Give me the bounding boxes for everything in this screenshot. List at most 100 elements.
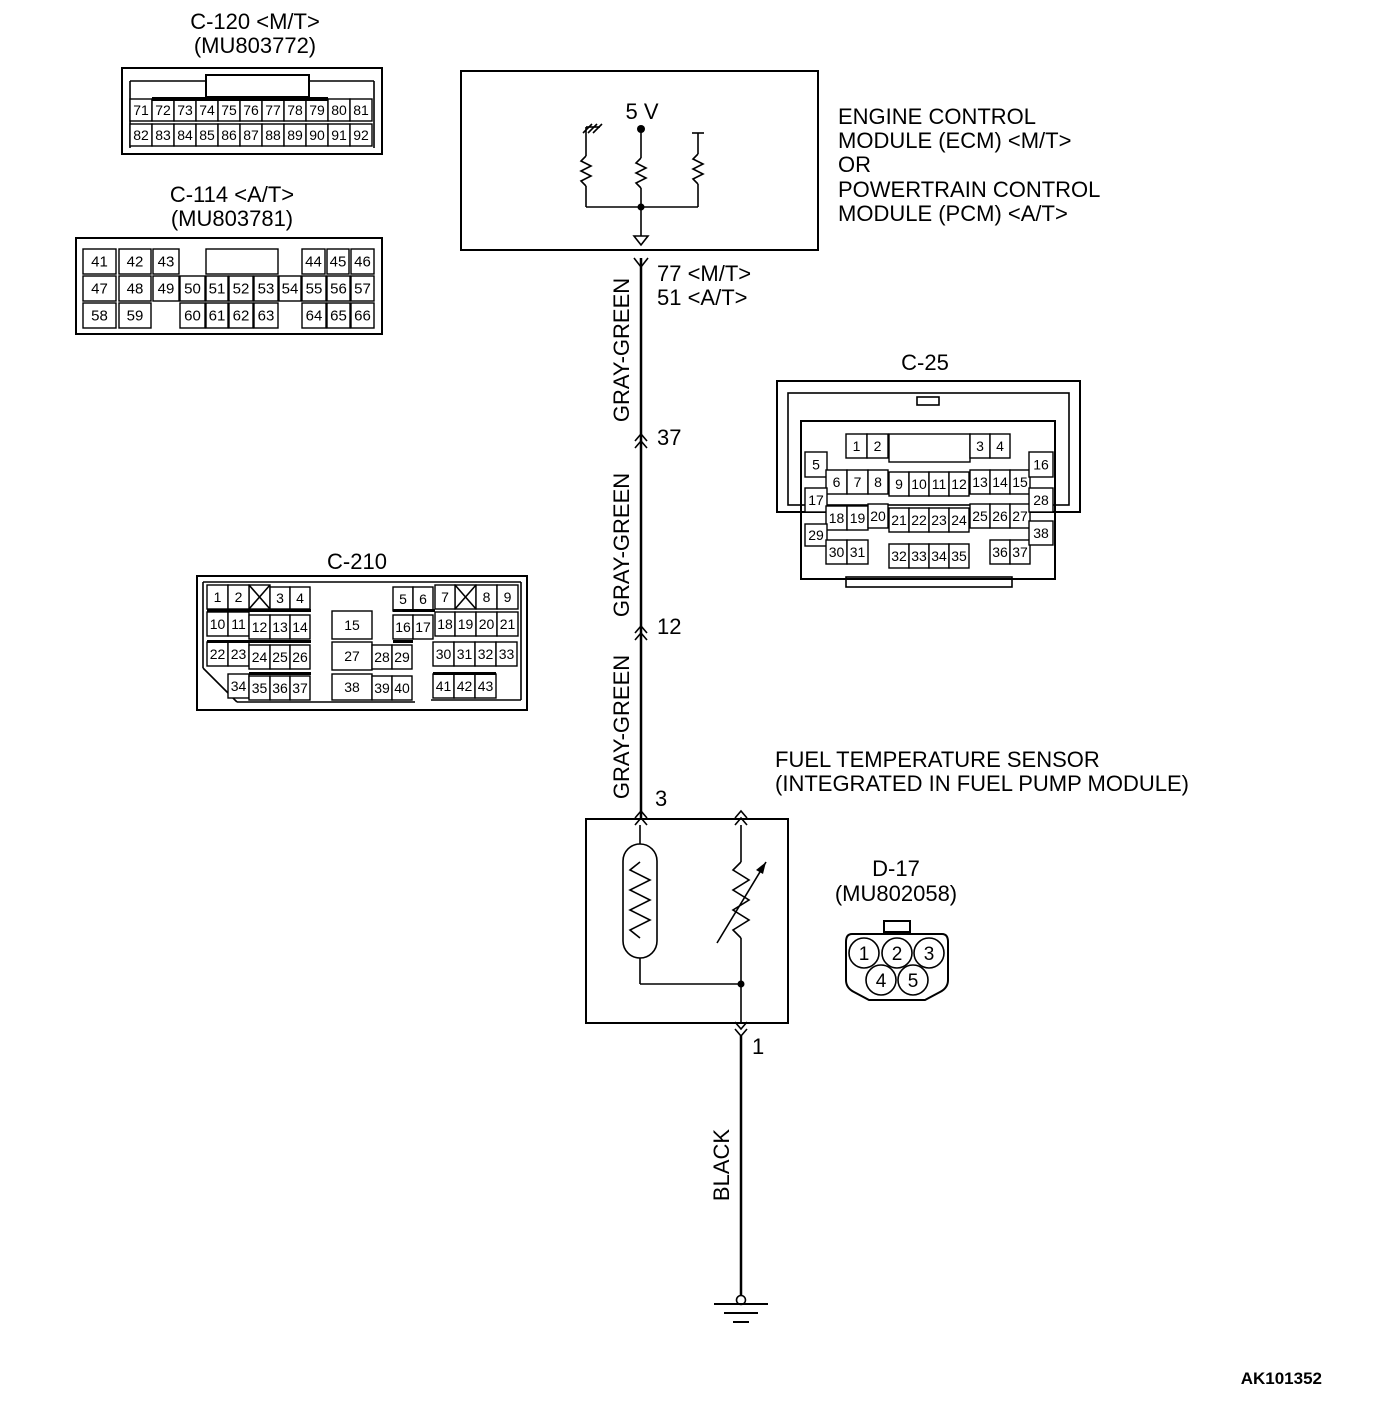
pin-30: 30: [436, 646, 452, 662]
pin-21: 21: [891, 512, 907, 528]
pin-22: 22: [911, 512, 927, 528]
pin-61: 61: [209, 308, 226, 325]
pin-80: 80: [331, 102, 347, 118]
pin-2: 2: [874, 438, 882, 454]
pin-cell: [326, 275, 351, 302]
pin-cell: [82, 275, 117, 302]
pin-25: 25: [972, 508, 988, 524]
d17-housing: [845, 933, 949, 1001]
pin-cell: [350, 248, 375, 275]
pin-86: 86: [221, 127, 237, 143]
pin-75: 75: [221, 102, 237, 118]
pin-cell: [205, 302, 229, 329]
pin-19: 19: [458, 616, 474, 632]
ecm-label-line4: POWERTRAIN CONTROL: [838, 177, 1100, 202]
pin-81: 81: [353, 102, 369, 118]
pin-63: 63: [258, 308, 275, 325]
pin-cell: [82, 248, 117, 275]
sensor-pin-1: 1: [752, 1034, 764, 1059]
pin-cell: [152, 275, 180, 302]
pin-cell: [152, 248, 180, 275]
pin-58: 58: [91, 308, 108, 325]
pin-cell: [1009, 469, 1031, 495]
pin-cell: [301, 248, 326, 275]
pin-17: 17: [415, 619, 431, 635]
ground-wire: BLACK: [709, 1036, 768, 1323]
pin-8: 8: [483, 589, 491, 605]
pin-12: 12: [252, 619, 268, 635]
pin-56: 56: [330, 281, 347, 298]
d17-pin-4: 4: [876, 971, 887, 992]
pin-cell: [205, 275, 229, 302]
pin-20: 20: [479, 616, 495, 632]
thermistor: [731, 861, 751, 939]
pin-cell: [301, 302, 327, 329]
pin-38: 38: [1033, 525, 1049, 541]
pin-cell: [866, 433, 889, 459]
pin-54: 54: [282, 281, 299, 298]
c114-blank: [205, 248, 279, 275]
c120-name: C-120 <M/T>: [190, 9, 320, 34]
pin-16: 16: [395, 619, 411, 635]
pin-cell: [804, 487, 828, 513]
pin-19: 19: [850, 510, 866, 526]
ecm-label-line2: MODULE (ECM) <M/T>: [838, 128, 1071, 153]
pin-cell: [179, 302, 206, 329]
pin-cell: [179, 275, 206, 302]
pin-36: 36: [272, 680, 288, 696]
pin-32: 32: [891, 548, 907, 564]
signal-wire: 77 <M/T> 51 <A/T> GRAY-GREEN GRAY-GREEN …: [609, 257, 751, 826]
pin-78: 78: [287, 102, 303, 118]
c120-lock: [205, 74, 310, 98]
pin-91: 91: [331, 127, 347, 143]
d17-pin-cavity: [913, 937, 945, 969]
pin-62: 62: [233, 308, 250, 325]
pin-3: 3: [276, 590, 284, 606]
ecm-box: [460, 70, 819, 251]
pin-7: 7: [441, 589, 449, 605]
pin-72: 72: [155, 102, 171, 118]
pin-3: 3: [976, 438, 984, 454]
pin-cell: [496, 584, 519, 610]
pin-82: 82: [133, 127, 149, 143]
c120-part-number: (MU803772): [194, 33, 316, 58]
pin-85: 85: [199, 127, 215, 143]
pin-41: 41: [91, 254, 108, 271]
pin-66: 66: [354, 308, 371, 325]
sensor-box: [585, 818, 789, 1024]
pin-6: 6: [833, 474, 841, 490]
d17-lock: [883, 920, 911, 933]
pin-cell: [278, 275, 302, 302]
ecm-label-line1: ENGINE CONTROL: [838, 104, 1036, 129]
pin-cell: [228, 275, 254, 302]
pin-6: 6: [419, 591, 427, 607]
pin-64: 64: [306, 308, 323, 325]
pin-37: 37: [292, 680, 308, 696]
pin-27: 27: [344, 648, 360, 664]
d17-pin-2: 2: [892, 944, 903, 965]
pin-11: 11: [932, 476, 947, 492]
pin-cell: [289, 675, 311, 701]
pin-37: 37: [1012, 544, 1028, 560]
pin-cell: [253, 302, 279, 329]
pin-59: 59: [127, 308, 144, 325]
pin-38: 38: [344, 679, 360, 695]
pin-34: 34: [931, 548, 947, 564]
pin-18: 18: [437, 616, 453, 632]
pin-23: 23: [931, 512, 947, 528]
c25-name: C-25: [901, 350, 949, 375]
pin-45: 45: [330, 254, 347, 271]
pin-57: 57: [354, 281, 371, 298]
pin-60: 60: [184, 308, 201, 325]
sensor-label-line2: (INTEGRATED IN FUEL PUMP MODULE): [775, 771, 1189, 796]
pin-5: 5: [399, 591, 407, 607]
pin-52: 52: [233, 281, 250, 298]
pin-4: 4: [296, 590, 304, 606]
pin-7: 7: [854, 474, 862, 490]
pin-15: 15: [1012, 474, 1028, 490]
pin-cell: [434, 584, 456, 610]
pin-cell: [289, 644, 311, 670]
pin-44: 44: [305, 254, 322, 271]
